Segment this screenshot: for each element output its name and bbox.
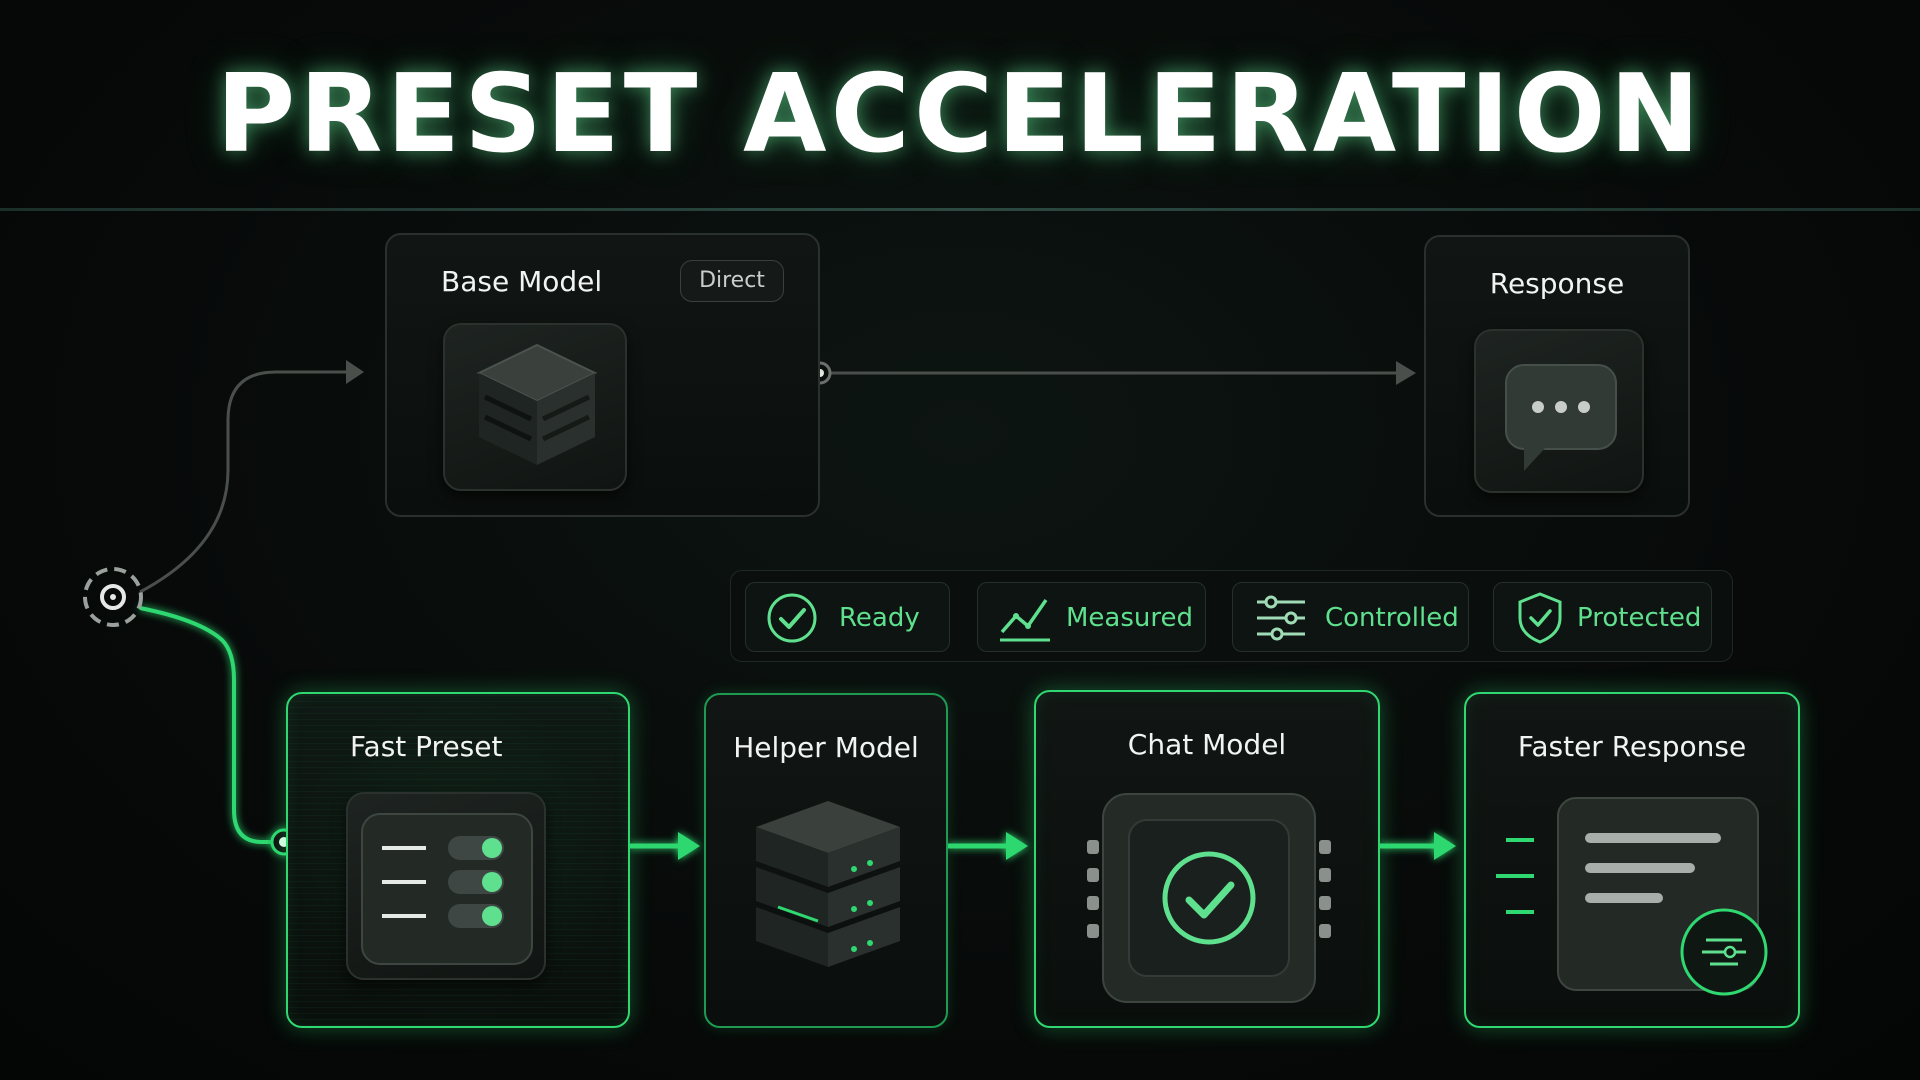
faster-response-title: Faster Response: [1517, 730, 1747, 763]
layers-cube-icon: [476, 343, 598, 465]
toggle-switches-icon: [361, 813, 533, 965]
sliders-icon: [1257, 595, 1305, 641]
status-chip-label: Protected: [1577, 603, 1702, 633]
helper-model-card[interactable]: Helper Model: [704, 693, 948, 1028]
chat-model-card[interactable]: Chat Model: [1034, 690, 1380, 1028]
status-chip-label: Measured: [1066, 603, 1194, 633]
status-chip-protected: Protected: [1493, 582, 1712, 652]
fast-preset-title: Fast Preset: [350, 730, 503, 763]
response-icon-tile: [1474, 329, 1644, 493]
line-chart-icon: [1000, 599, 1050, 642]
pipeline-arrows: [630, 832, 1456, 860]
base-model-title: Base Model: [441, 265, 603, 298]
status-chip-ready: Ready: [745, 582, 950, 652]
origin-node-icon: [83, 567, 143, 627]
fast-preset-icon-tile: [346, 792, 546, 980]
server-stack-icon: [756, 801, 900, 967]
chat-model-title: Chat Model: [1127, 728, 1287, 761]
status-chip-label: Controlled: [1325, 603, 1459, 633]
check-circle-icon: [767, 593, 817, 643]
shield-check-icon: [1518, 592, 1562, 644]
direct-badge: Direct: [680, 260, 784, 302]
fast-preset-card[interactable]: Fast Preset: [286, 692, 630, 1028]
header-divider: [0, 208, 1920, 211]
base-to-response-arrowhead: [1396, 361, 1416, 385]
base-model-card[interactable]: Base Model: [385, 233, 820, 517]
faster-response-card[interactable]: Faster Response: [1464, 692, 1800, 1028]
direct-path-arrowhead: [346, 360, 364, 384]
base-model-icon-tile: [443, 323, 627, 491]
page-title: PRESET ACCELERATION: [216, 52, 1704, 177]
response-card[interactable]: Response: [1424, 235, 1690, 517]
document-sliders-icon: [1496, 797, 1768, 996]
direct-path-line: [139, 370, 346, 594]
chat-bubble-icon: [1505, 364, 1617, 471]
preset-path-line: [139, 606, 284, 844]
status-chip-measured: Measured: [977, 582, 1206, 652]
helper-model-title: Helper Model: [733, 731, 919, 764]
status-chip-controlled: Controlled: [1232, 582, 1469, 652]
chip-check-icon: [1087, 793, 1331, 1003]
status-chip-label: Ready: [839, 603, 920, 633]
response-title: Response: [1489, 267, 1625, 300]
